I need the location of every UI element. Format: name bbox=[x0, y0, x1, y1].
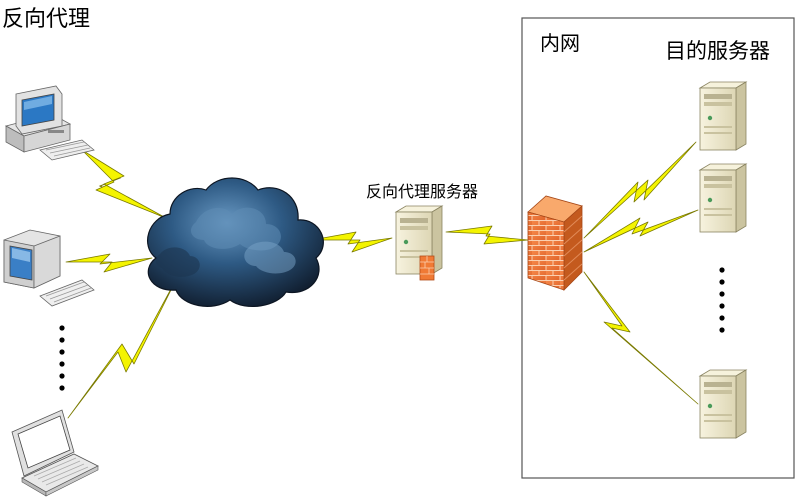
link-firewall-server3 bbox=[583, 271, 699, 405]
link-proxy-firewall bbox=[445, 225, 529, 245]
link-firewall-server1 bbox=[583, 141, 697, 239]
link-client1-cloud bbox=[81, 149, 167, 219]
intranet-label: 内网 bbox=[540, 31, 580, 55]
diagram-title: 反向代理 bbox=[2, 7, 90, 32]
proxy-server-label: 反向代理服务器 bbox=[366, 182, 478, 201]
target-server-1-icon bbox=[699, 81, 747, 151]
client-desktop-crt-icon bbox=[4, 85, 95, 161]
target-server-2-icon bbox=[699, 163, 747, 233]
target-server-3-icon bbox=[699, 369, 747, 439]
firewall-icon bbox=[527, 195, 583, 291]
client-laptop-icon bbox=[11, 409, 99, 497]
intranet-boundary bbox=[521, 17, 795, 479]
client-desktop-monitor-icon bbox=[3, 229, 95, 307]
link-firewall-server2 bbox=[583, 209, 699, 253]
more-clients-ellipsis bbox=[59, 325, 65, 391]
link-cloud-proxy bbox=[311, 231, 393, 253]
reverse-proxy-server-icon bbox=[395, 205, 443, 281]
target-servers-label: 目的服务器 bbox=[665, 39, 770, 63]
internet-cloud-icon bbox=[147, 177, 324, 307]
link-client3-cloud bbox=[67, 275, 179, 419]
more-servers-ellipsis bbox=[719, 267, 725, 333]
link-client2-cloud bbox=[65, 253, 153, 273]
